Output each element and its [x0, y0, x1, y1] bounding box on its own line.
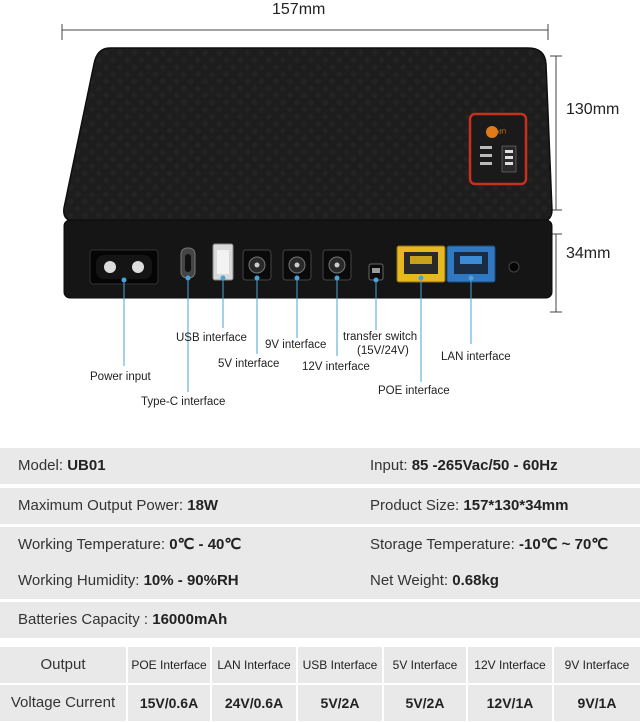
spec-label: Net Weight: — [370, 572, 449, 589]
spec-value: 16000mAh — [152, 611, 228, 628]
output-header-label: Output — [0, 647, 126, 683]
height-label: 34mm — [566, 245, 611, 262]
output-column-header: 9V Interface — [554, 647, 640, 683]
spec-weight: Net Weight: 0.68kg — [370, 563, 499, 599]
type-c-port — [180, 247, 196, 279]
spec-value: 157*130*34mm — [463, 497, 569, 514]
spec-row: Model: UB01 Input: 85 -265Vac/50 - 60Hz — [0, 448, 640, 484]
spec-label: Maximum Output Power: — [18, 497, 184, 514]
dc-9v-port — [282, 249, 312, 281]
callout-poe: POE interface — [378, 385, 450, 397]
spec-row: Working Temperature: 0℃ - 40℃ Storage Te… — [0, 527, 640, 563]
spec-input: Input: 85 -265Vac/50 - 60Hz — [370, 448, 558, 484]
depth-label: 130mm — [566, 101, 620, 118]
ups-badge: UPS — [468, 112, 528, 186]
spec-value: 85 -265Vac/50 - 60Hz — [411, 457, 558, 474]
spec-label: Model: — [18, 457, 64, 474]
spec-label: Working Temperature: — [18, 536, 166, 553]
callout-5v: 5V interface — [218, 358, 280, 370]
output-row-label: Voltage Current — [0, 685, 126, 721]
spec-label: Storage Temperature: — [370, 536, 515, 553]
callout-lan: LAN interface — [441, 351, 511, 363]
spec-max-power: Maximum Output Power: 18W — [18, 488, 218, 524]
spec-value: 0℃ - 40℃ — [169, 536, 242, 553]
callout-type-c: Type-C interface — [141, 396, 226, 408]
spec-humidity: Working Humidity: 10% - 90%RH — [18, 563, 239, 599]
callout-power-input: Power input — [90, 371, 151, 383]
spec-value: UB01 — [67, 457, 106, 474]
spec-model: Model: UB01 — [18, 448, 106, 484]
spec-label: Working Humidity: — [18, 572, 140, 589]
poe-port — [396, 245, 446, 283]
output-column-header: USB Interface — [298, 647, 382, 683]
output-value: 12V/1A — [468, 685, 552, 721]
callout-transfer-switch-range: (15V/24V) — [357, 345, 409, 357]
output-value: 5V/2A — [298, 685, 382, 721]
output-column-header: 12V Interface — [468, 647, 552, 683]
output-value: 24V/0.6A — [212, 685, 296, 721]
output-value: 9V/1A — [554, 685, 640, 721]
callout-transfer-switch: transfer switch — [343, 331, 418, 343]
device-illustration: UPS — [61, 24, 562, 392]
product-figure: UPS — [61, 1, 620, 408]
callout-9v: 9V interface — [265, 339, 327, 351]
spec-storage-temp: Storage Temperature: -10℃ ~ 70℃ — [370, 527, 608, 563]
callout-lines — [121, 275, 474, 392]
spec-size: Product Size: 157*130*34mm — [370, 488, 568, 524]
spec-value: 10% - 90%RH — [143, 572, 239, 589]
output-value: 15V/0.6A — [128, 685, 210, 721]
output-column-header: POE Interface — [128, 647, 210, 683]
callout-usb: USB interface — [176, 332, 247, 344]
output-column-header: LAN Interface — [212, 647, 296, 683]
spec-row: Maximum Output Power: 18W Product Size: … — [0, 488, 640, 524]
ups-badge-label: UPS — [494, 127, 506, 133]
spec-battery: Batteries Capacity : 16000mAh — [18, 602, 227, 638]
spec-label: Product Size: — [370, 497, 460, 514]
spec-value: -10℃ ~ 70℃ — [518, 536, 609, 553]
indicator-hole — [508, 261, 520, 273]
spec-row: Batteries Capacity : 16000mAh — [0, 602, 640, 638]
width-label: 157mm — [272, 1, 326, 18]
spec-work-temp: Working Temperature: 0℃ - 40℃ — [18, 527, 241, 563]
output-column-header: 5V Interface — [384, 647, 466, 683]
lan-port — [446, 245, 496, 283]
spec-value: 18W — [187, 497, 219, 514]
output-value: 5V/2A — [384, 685, 466, 721]
spec-row: Working Humidity: 10% - 90%RH Net Weight… — [0, 563, 640, 599]
spec-label: Input: — [370, 457, 408, 474]
spec-value: 0.68kg — [452, 572, 499, 589]
spec-label: Batteries Capacity : — [18, 611, 149, 628]
power-input-port — [89, 249, 159, 285]
callout-12v: 12V interface — [302, 361, 370, 373]
width-dimension-line — [61, 24, 549, 40]
output-table: Output POE Interface LAN Interface USB I… — [0, 647, 640, 723]
usb-port — [212, 243, 234, 281]
